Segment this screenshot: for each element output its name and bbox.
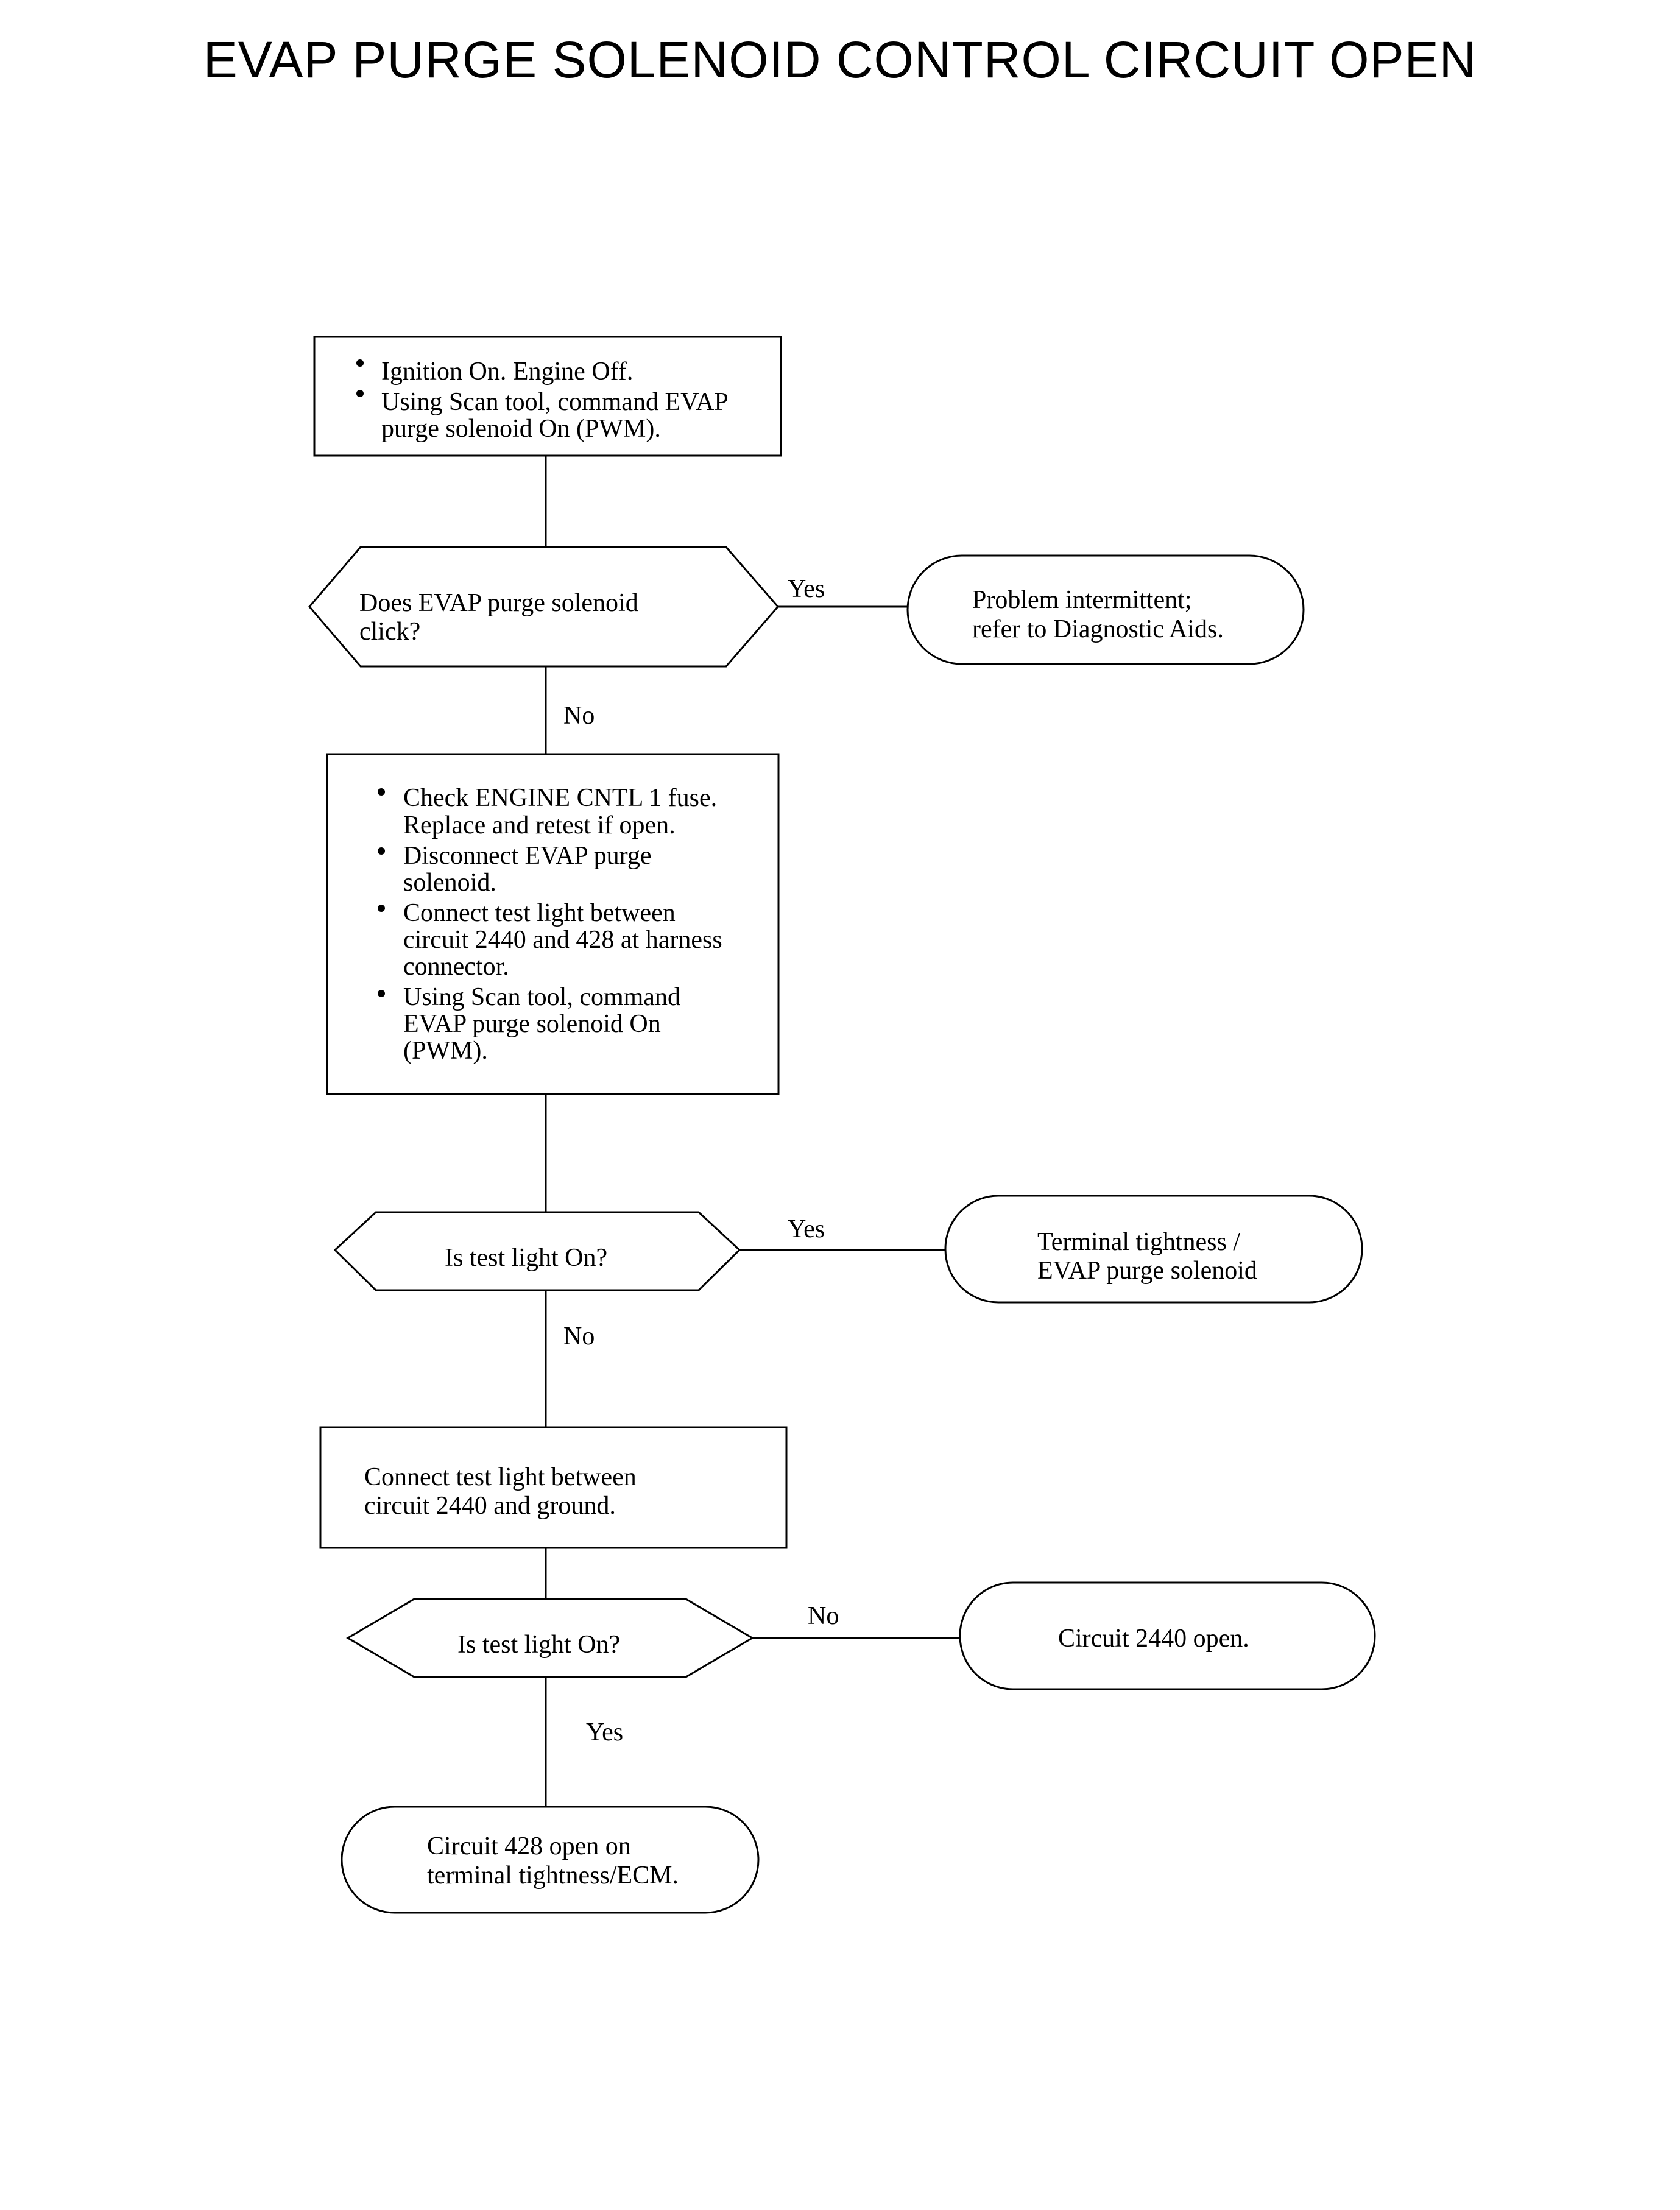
decision2-line: Is test light On? <box>445 1244 607 1272</box>
result1-terminal: Problem intermittent; refer to Diagnosti… <box>906 554 1305 665</box>
decision2-diamond: Is test light On? <box>333 1211 741 1291</box>
label-decision3-yes: Yes <box>586 1718 623 1746</box>
step2-line: Disconnect EVAP purge <box>403 842 652 870</box>
label-decision3-no: No <box>808 1602 839 1630</box>
result2-terminal: Terminal tightness / EVAP purge solenoid <box>944 1195 1363 1304</box>
result3-line: Circuit 2440 open. <box>1058 1625 1249 1653</box>
label-decision1-yes: Yes <box>788 575 825 603</box>
result4-terminal: Circuit 428 open on terminal tightness/E… <box>341 1806 760 1914</box>
result1-line: refer to Diagnostic Aids. <box>972 615 1224 643</box>
step1-box: Ignition On. Engine Off. Using Scan tool… <box>313 336 782 457</box>
step2-line: connector. <box>403 953 509 981</box>
step2-text: Check ENGINE CNTL 1 fuse. Replace and re… <box>403 784 729 1065</box>
bullet-dot <box>356 390 364 397</box>
connectors <box>545 456 960 1807</box>
bullet-dot <box>378 847 385 855</box>
label-decision2-no: No <box>563 1322 595 1350</box>
step2-line: Check ENGINE CNTL 1 fuse. <box>403 784 717 812</box>
result3-text: Circuit 2440 open. <box>1058 1625 1249 1653</box>
step2-box: Check ENGINE CNTL 1 fuse. Replace and re… <box>326 753 780 1095</box>
step1-text: Using Scan tool, command EVAP purge sole… <box>381 388 734 443</box>
step3-box: Connect test light between circuit 2440 … <box>319 1426 788 1549</box>
result4-text: Circuit 428 open on terminal tightness/E… <box>427 1832 679 1890</box>
label-decision1-no: No <box>563 702 595 730</box>
step2-line: (PWM). <box>403 1037 488 1065</box>
bullet-dot <box>378 990 385 997</box>
result3-terminal: Circuit 2440 open. <box>959 1581 1376 1690</box>
bullet-dot <box>378 788 385 796</box>
result2-text: Terminal tightness / EVAP purge solenoid <box>1037 1228 1257 1285</box>
step3-text: Connect test light between circuit 2440 … <box>364 1463 643 1520</box>
step2-line: Replace and retest if open. <box>403 811 676 839</box>
step1-text: Ignition On. Engine Off. <box>381 358 633 386</box>
diagram-title: EVAP PURGE SOLENOID CONTROL CIRCUIT OPEN <box>203 31 1477 88</box>
decision3-text: Is test light On? <box>457 1631 620 1659</box>
bullet-dot <box>378 905 385 912</box>
label-decision2-yes: Yes <box>788 1215 825 1243</box>
result1-line: Problem intermittent; <box>972 586 1191 614</box>
step3-line: Connect test light between <box>364 1463 637 1491</box>
decision1-diamond: Does EVAP purge solenoid click? <box>308 546 779 668</box>
step2-line: Connect test light between <box>403 899 676 927</box>
result4-line: terminal tightness/ECM. <box>427 1862 679 1890</box>
decision1-text: Does EVAP purge solenoid click? <box>359 589 644 646</box>
decision1-line: Does EVAP purge solenoid <box>359 589 638 617</box>
decision3-line: Is test light On? <box>457 1631 620 1659</box>
bullet-dot <box>356 359 364 367</box>
step2-line: EVAP purge solenoid On <box>403 1010 661 1038</box>
decision1-line: click? <box>359 618 420 646</box>
step2-line: Using Scan tool, command <box>403 983 680 1011</box>
result1-text: Problem intermittent; refer to Diagnosti… <box>972 586 1224 643</box>
step1-line: Using Scan tool, command EVAP <box>381 388 727 416</box>
step1-line: Ignition On. Engine Off. <box>381 358 633 386</box>
result2-line: EVAP purge solenoid <box>1037 1257 1257 1285</box>
result4-line: Circuit 428 open on <box>427 1832 631 1860</box>
step2-line: solenoid. <box>403 869 496 897</box>
decision3-diamond: Is test light On? <box>346 1598 754 1678</box>
step3-line: circuit 2440 and ground. <box>364 1492 616 1520</box>
decision2-text: Is test light On? <box>445 1244 607 1272</box>
result2-line: Terminal tightness / <box>1037 1228 1240 1256</box>
step1-line: purge solenoid On (PWM). <box>381 415 661 443</box>
step2-line: circuit 2440 and 428 at harness <box>403 926 722 954</box>
